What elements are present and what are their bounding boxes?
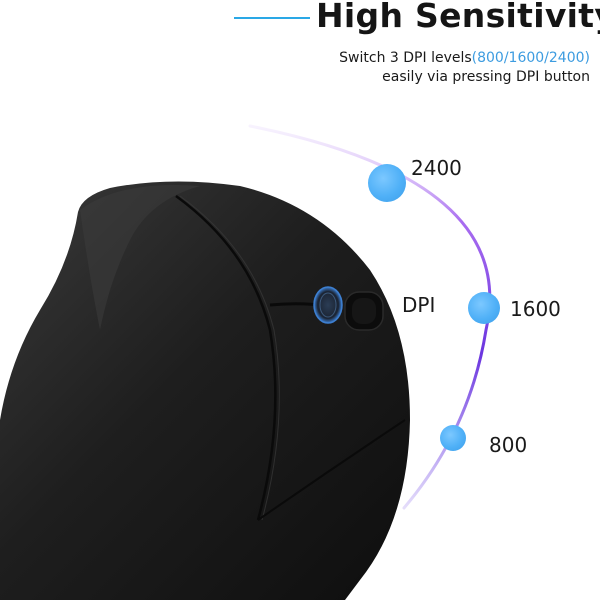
- dpi-label-1600: 1600: [510, 297, 561, 321]
- subline-prefix: Switch 3 DPI levels: [339, 50, 472, 66]
- subline-2: easily via pressing DPI button: [382, 69, 590, 85]
- button-seam: [175, 194, 277, 521]
- mouse-shell-highlight: [80, 185, 200, 330]
- dpi-dot-2400: [368, 164, 406, 202]
- subline-levels: (800/1600/2400): [471, 50, 590, 66]
- side-seam: [257, 419, 406, 521]
- dpi-dot-800: [440, 425, 466, 451]
- dpi-label-800: 800: [489, 433, 528, 457]
- headline-rule: [234, 17, 310, 19]
- dpi-dot-1600: [468, 292, 500, 324]
- mouse-body: [0, 181, 410, 600]
- dpi-label-2400: 2400: [411, 156, 462, 180]
- headline: High Sensitivity: [316, 0, 600, 35]
- dpi-button-label: DPI: [402, 293, 436, 317]
- dpi-button-icon[interactable]: [313, 286, 343, 324]
- subline-1: Switch 3 DPI levels(800/1600/2400): [339, 50, 590, 66]
